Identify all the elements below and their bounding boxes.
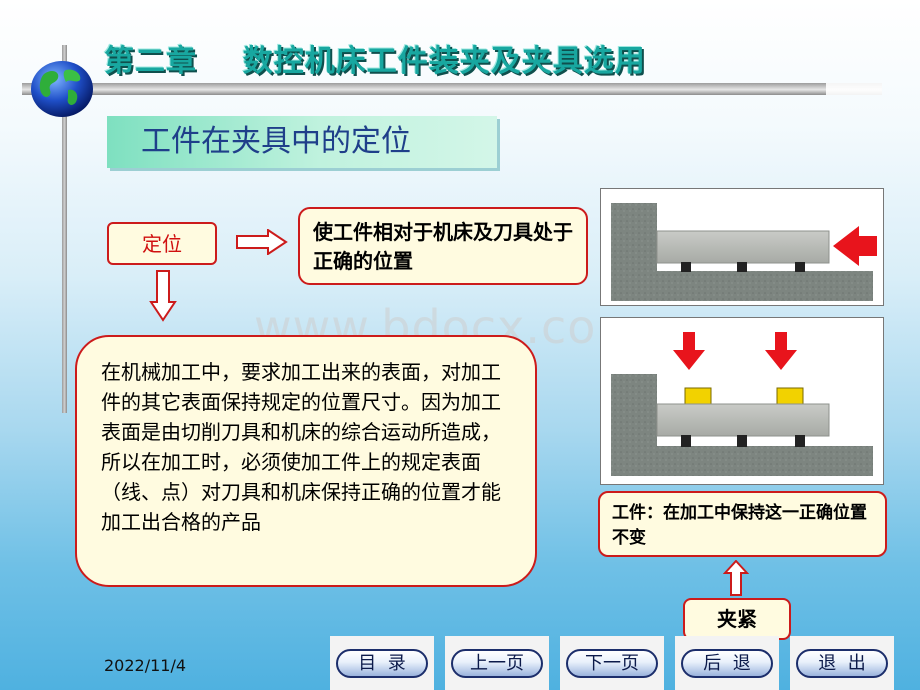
chapter-title: 第二章 数控机床工件装夹及夹具选用 — [104, 44, 646, 79]
hollow-arrow-down-icon — [149, 270, 177, 322]
nav-prev-page-button[interactable]: 上一页 — [445, 636, 549, 690]
positioning-label-box: 定位 — [107, 222, 217, 265]
force-arrow-left-icon — [833, 226, 877, 266]
decorative-horizontal-bar — [22, 83, 882, 95]
decorative-vertical-bar — [62, 45, 67, 413]
force-arrow-down-icon — [765, 332, 797, 370]
hollow-arrow-up-icon — [723, 560, 749, 596]
positioning-definition-box: 使工件相对于机床及刀具处于正确的位置 — [298, 207, 588, 285]
slide-date: 2022/11/4 — [104, 656, 187, 675]
positioning-explanation-box: 在机械加工中，要求加工出来的表面，对加工件的其它表面保持规定的位置尺寸。因为加工… — [75, 335, 537, 587]
section-title: 工件在夹具中的定位 — [107, 116, 497, 168]
clamping-definition-box: 工件：在加工中保持这一正确位置不变 — [598, 491, 887, 557]
nav-prev-page-label: 上一页 — [451, 649, 543, 678]
decorative-bar-highlight — [826, 83, 882, 95]
slide-navigation-bar: 目 录 上一页 下一页 后 退 退 出 — [330, 636, 920, 690]
positioning-illustration — [600, 188, 884, 306]
nav-toc-button[interactable]: 目 录 — [330, 636, 434, 690]
hollow-arrow-right-icon — [236, 229, 288, 255]
nav-exit-button[interactable]: 退 出 — [790, 636, 894, 690]
clamping-illustration — [600, 317, 884, 485]
nav-back-button[interactable]: 后 退 — [675, 636, 779, 690]
globe-icon — [31, 61, 93, 117]
fixture-positioning-diagram — [611, 203, 877, 301]
force-arrow-down-icon — [673, 332, 705, 370]
fixture-clamping-diagram — [611, 332, 873, 476]
nav-next-page-button[interactable]: 下一页 — [560, 636, 664, 690]
nav-next-page-label: 下一页 — [566, 649, 658, 678]
nav-toc-label: 目 录 — [336, 649, 428, 678]
nav-exit-label: 退 出 — [796, 649, 888, 678]
nav-back-label: 后 退 — [681, 649, 773, 678]
clamping-label-box: 夹紧 — [683, 598, 791, 640]
